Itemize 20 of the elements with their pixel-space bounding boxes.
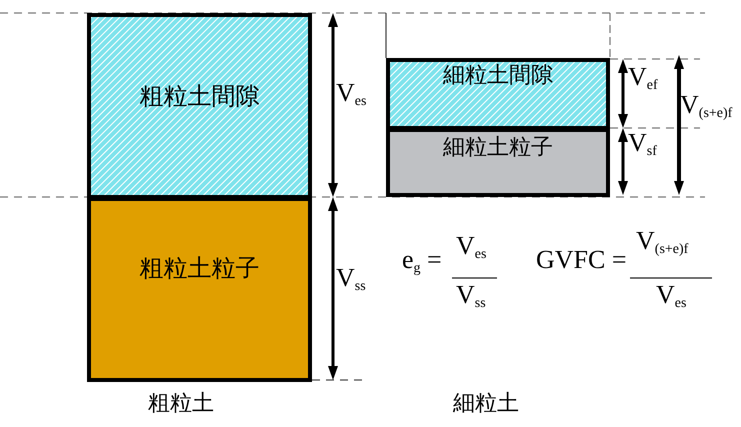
block-label: 粗粒土間隙 [140, 85, 260, 109]
volume-symbol: V$_{es}$ [336, 80, 366, 106]
volume-symbol: V$_{(s+e)f}$ [680, 92, 732, 118]
hatched-void-block [386, 58, 610, 130]
volume-symbol: GVFC = [536, 247, 627, 273]
hatched-void-block [87, 13, 312, 199]
volume-symbol: V$_{ef}$ [628, 64, 658, 90]
volume-symbol: V$_{ss}$ [336, 265, 366, 291]
block-label: 細粒土間隙 [443, 64, 553, 86]
volume-symbol: V$_{sf}$ [628, 130, 657, 156]
particle-block [87, 197, 312, 382]
fraction-term: V$_{ss}$ [456, 282, 486, 308]
fraction-term: V$_{es}$ [456, 233, 486, 259]
volume-symbol: e$_{g}$ = [402, 247, 442, 273]
block-label: 粗粒土粒子 [140, 257, 260, 281]
particle-block [386, 128, 610, 197]
fraction-term: V$_{es}$ [656, 282, 686, 308]
fraction-term: V$_{(s+e)f}$ [636, 228, 688, 254]
soil-type-caption: 細粒土 [453, 392, 519, 414]
block-label: 細粒土粒子 [443, 136, 553, 158]
